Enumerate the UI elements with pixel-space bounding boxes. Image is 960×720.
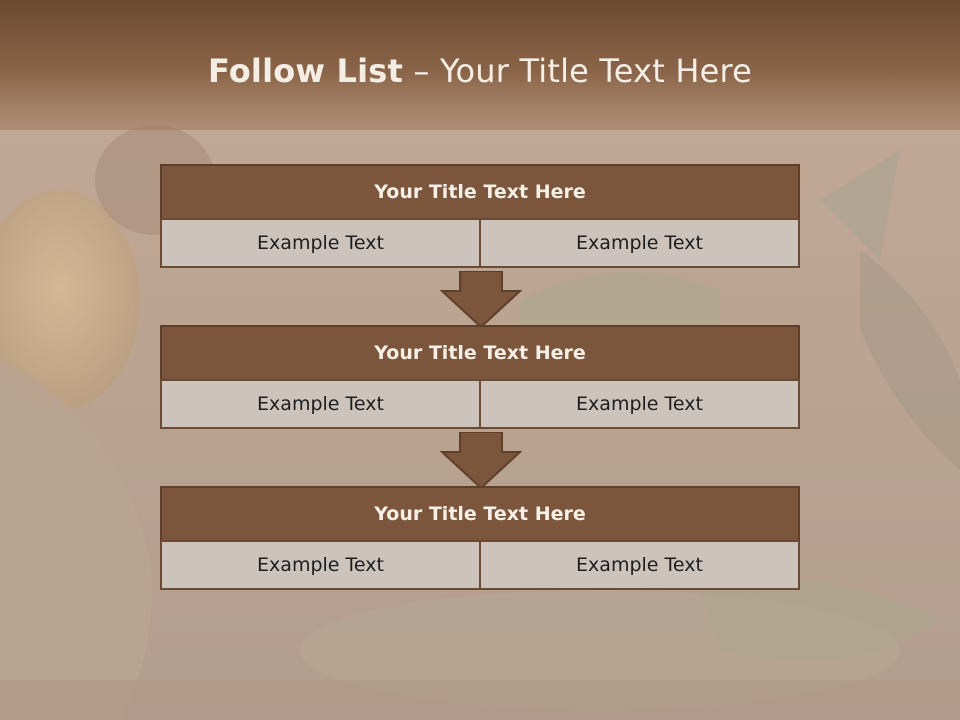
- down-arrow-icon: [440, 271, 522, 329]
- down-arrow-icon: [440, 432, 522, 490]
- step-cell-right-1: Example Text: [479, 218, 800, 268]
- step-block-3: Your Title Text Here Example Text Exampl…: [160, 486, 800, 590]
- step-cell-right-2: Example Text: [479, 379, 800, 429]
- slide-title-rest: – Your Title Text Here: [403, 52, 753, 90]
- step-cell-right-3: Example Text: [479, 540, 800, 590]
- step-block-2: Your Title Text Here Example Text Exampl…: [160, 325, 800, 429]
- step-cell-left-1: Example Text: [160, 218, 481, 268]
- step-title-2: Your Title Text Here: [160, 325, 800, 381]
- step-row-3: Example Text Example Text: [160, 540, 800, 590]
- step-row-1: Example Text Example Text: [160, 218, 800, 268]
- step-cell-left-2: Example Text: [160, 379, 481, 429]
- step-block-1: Your Title Text Here Example Text Exampl…: [160, 164, 800, 268]
- header-band: [0, 0, 960, 130]
- step-title-1: Your Title Text Here: [160, 164, 800, 220]
- step-row-2: Example Text Example Text: [160, 379, 800, 429]
- slide-title-bold: Follow List: [207, 52, 404, 90]
- slide-title: Follow List – Your Title Text Here: [0, 52, 960, 90]
- step-cell-left-3: Example Text: [160, 540, 481, 590]
- step-title-3: Your Title Text Here: [160, 486, 800, 542]
